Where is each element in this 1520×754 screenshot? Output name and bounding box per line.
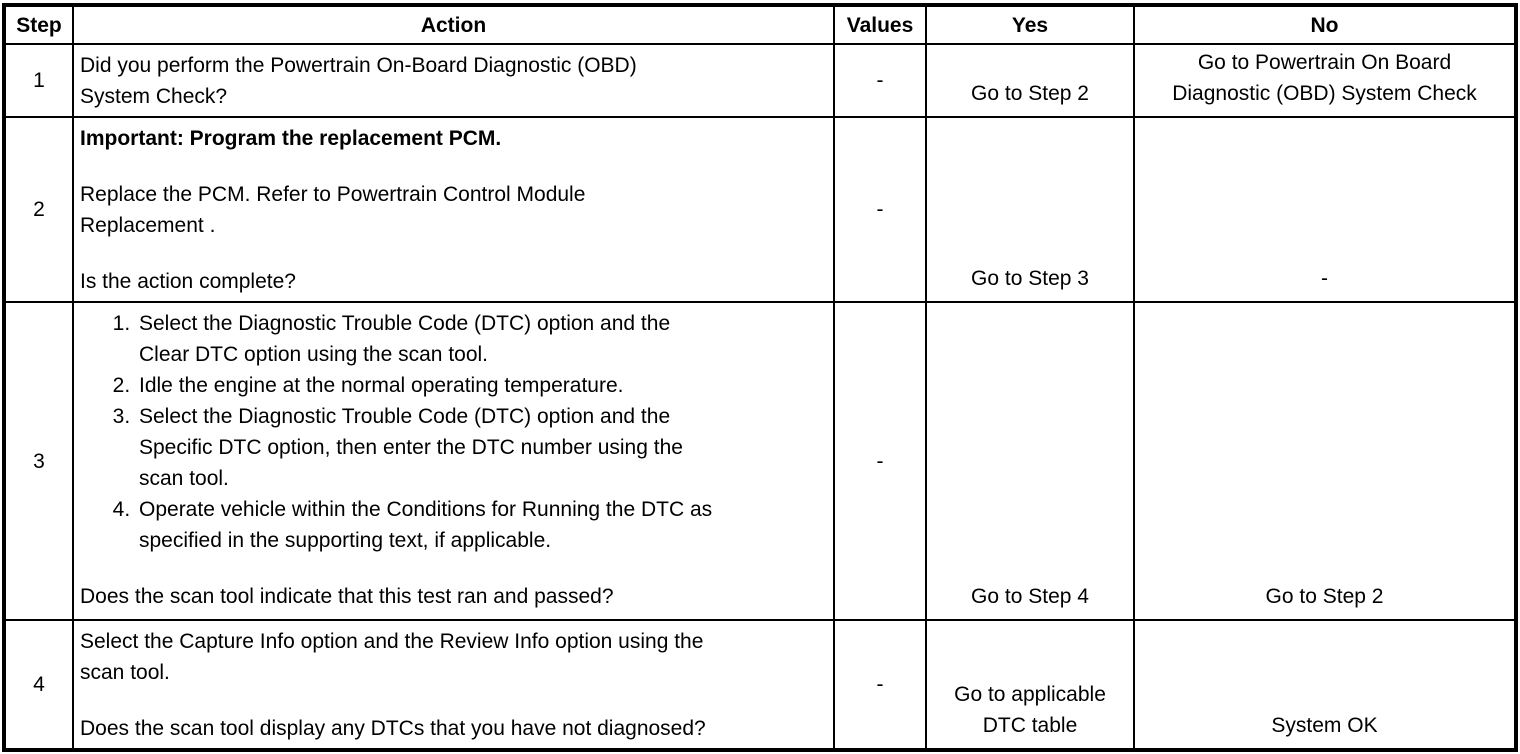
action-question: Did you perform the Powertrain On-Board … <box>80 54 637 108</box>
values-cell: - <box>833 43 927 118</box>
diagnostic-table: Step Action Values Yes No 1 Did you perf… <box>2 3 1518 752</box>
values-cell: - <box>833 619 927 751</box>
no-cell: Go to Step 2 <box>1133 301 1517 621</box>
action-cell: Select the Diagnostic Trouble Code (DTC)… <box>72 301 835 621</box>
header-values: Values <box>833 4 927 45</box>
header-step: Step <box>3 4 74 45</box>
table-row-step-2: 2 Important: Program the replacement PCM… <box>3 116 1517 303</box>
header-row: Step Action Values Yes No <box>3 4 1517 45</box>
no-cell: Go to Powertrain On Board Diagnostic (OB… <box>1133 43 1517 118</box>
action-cell: Select the Capture Info option and the R… <box>72 619 835 751</box>
action-instruction: Replace the PCM. Refer to Powertrain Con… <box>80 183 586 237</box>
step-number: 4 <box>3 619 74 751</box>
header-action: Action <box>72 4 835 45</box>
table-row-step-4: 4 Select the Capture Info option and the… <box>3 619 1517 751</box>
yes-cell: Go to Step 3 <box>925 116 1135 303</box>
step-number: 3 <box>3 301 74 621</box>
action-cell: Did you perform the Powertrain On-Board … <box>72 43 835 118</box>
table-row-step-1: 1 Did you perform the Powertrain On-Boar… <box>3 43 1517 118</box>
action-list-item: Select the Diagnostic Trouble Code (DTC)… <box>136 401 827 494</box>
action-cell: Important: Program the replacement PCM. … <box>72 116 835 303</box>
yes-cell: Go to Step 4 <box>925 301 1135 621</box>
yes-cell: Go to applicable DTC table <box>925 619 1135 751</box>
action-instruction: Select the Capture Info option and the R… <box>80 630 704 684</box>
action-list: Select the Diagnostic Trouble Code (DTC)… <box>80 308 827 556</box>
no-cell: - <box>1133 116 1517 303</box>
action-important-note: Important: Program the replacement PCM. <box>80 127 502 150</box>
action-question: Does the scan tool indicate that this te… <box>80 585 614 608</box>
header-no: No <box>1133 4 1517 45</box>
step-number: 2 <box>3 116 74 303</box>
values-cell: - <box>833 116 927 303</box>
values-cell: - <box>833 301 927 621</box>
action-list-item: Select the Diagnostic Trouble Code (DTC)… <box>136 308 827 370</box>
table-row-step-3: 3 Select the Diagnostic Trouble Code (DT… <box>3 301 1517 621</box>
action-list-item: Idle the engine at the normal operating … <box>136 370 827 401</box>
action-question: Does the scan tool display any DTCs that… <box>80 717 706 740</box>
yes-cell: Go to Step 2 <box>925 43 1135 118</box>
action-list-item: Operate vehicle within the Conditions fo… <box>136 494 827 556</box>
header-yes: Yes <box>925 4 1135 45</box>
step-number: 1 <box>3 43 74 118</box>
no-cell: System OK <box>1133 619 1517 751</box>
action-question: Is the action complete? <box>80 270 296 293</box>
